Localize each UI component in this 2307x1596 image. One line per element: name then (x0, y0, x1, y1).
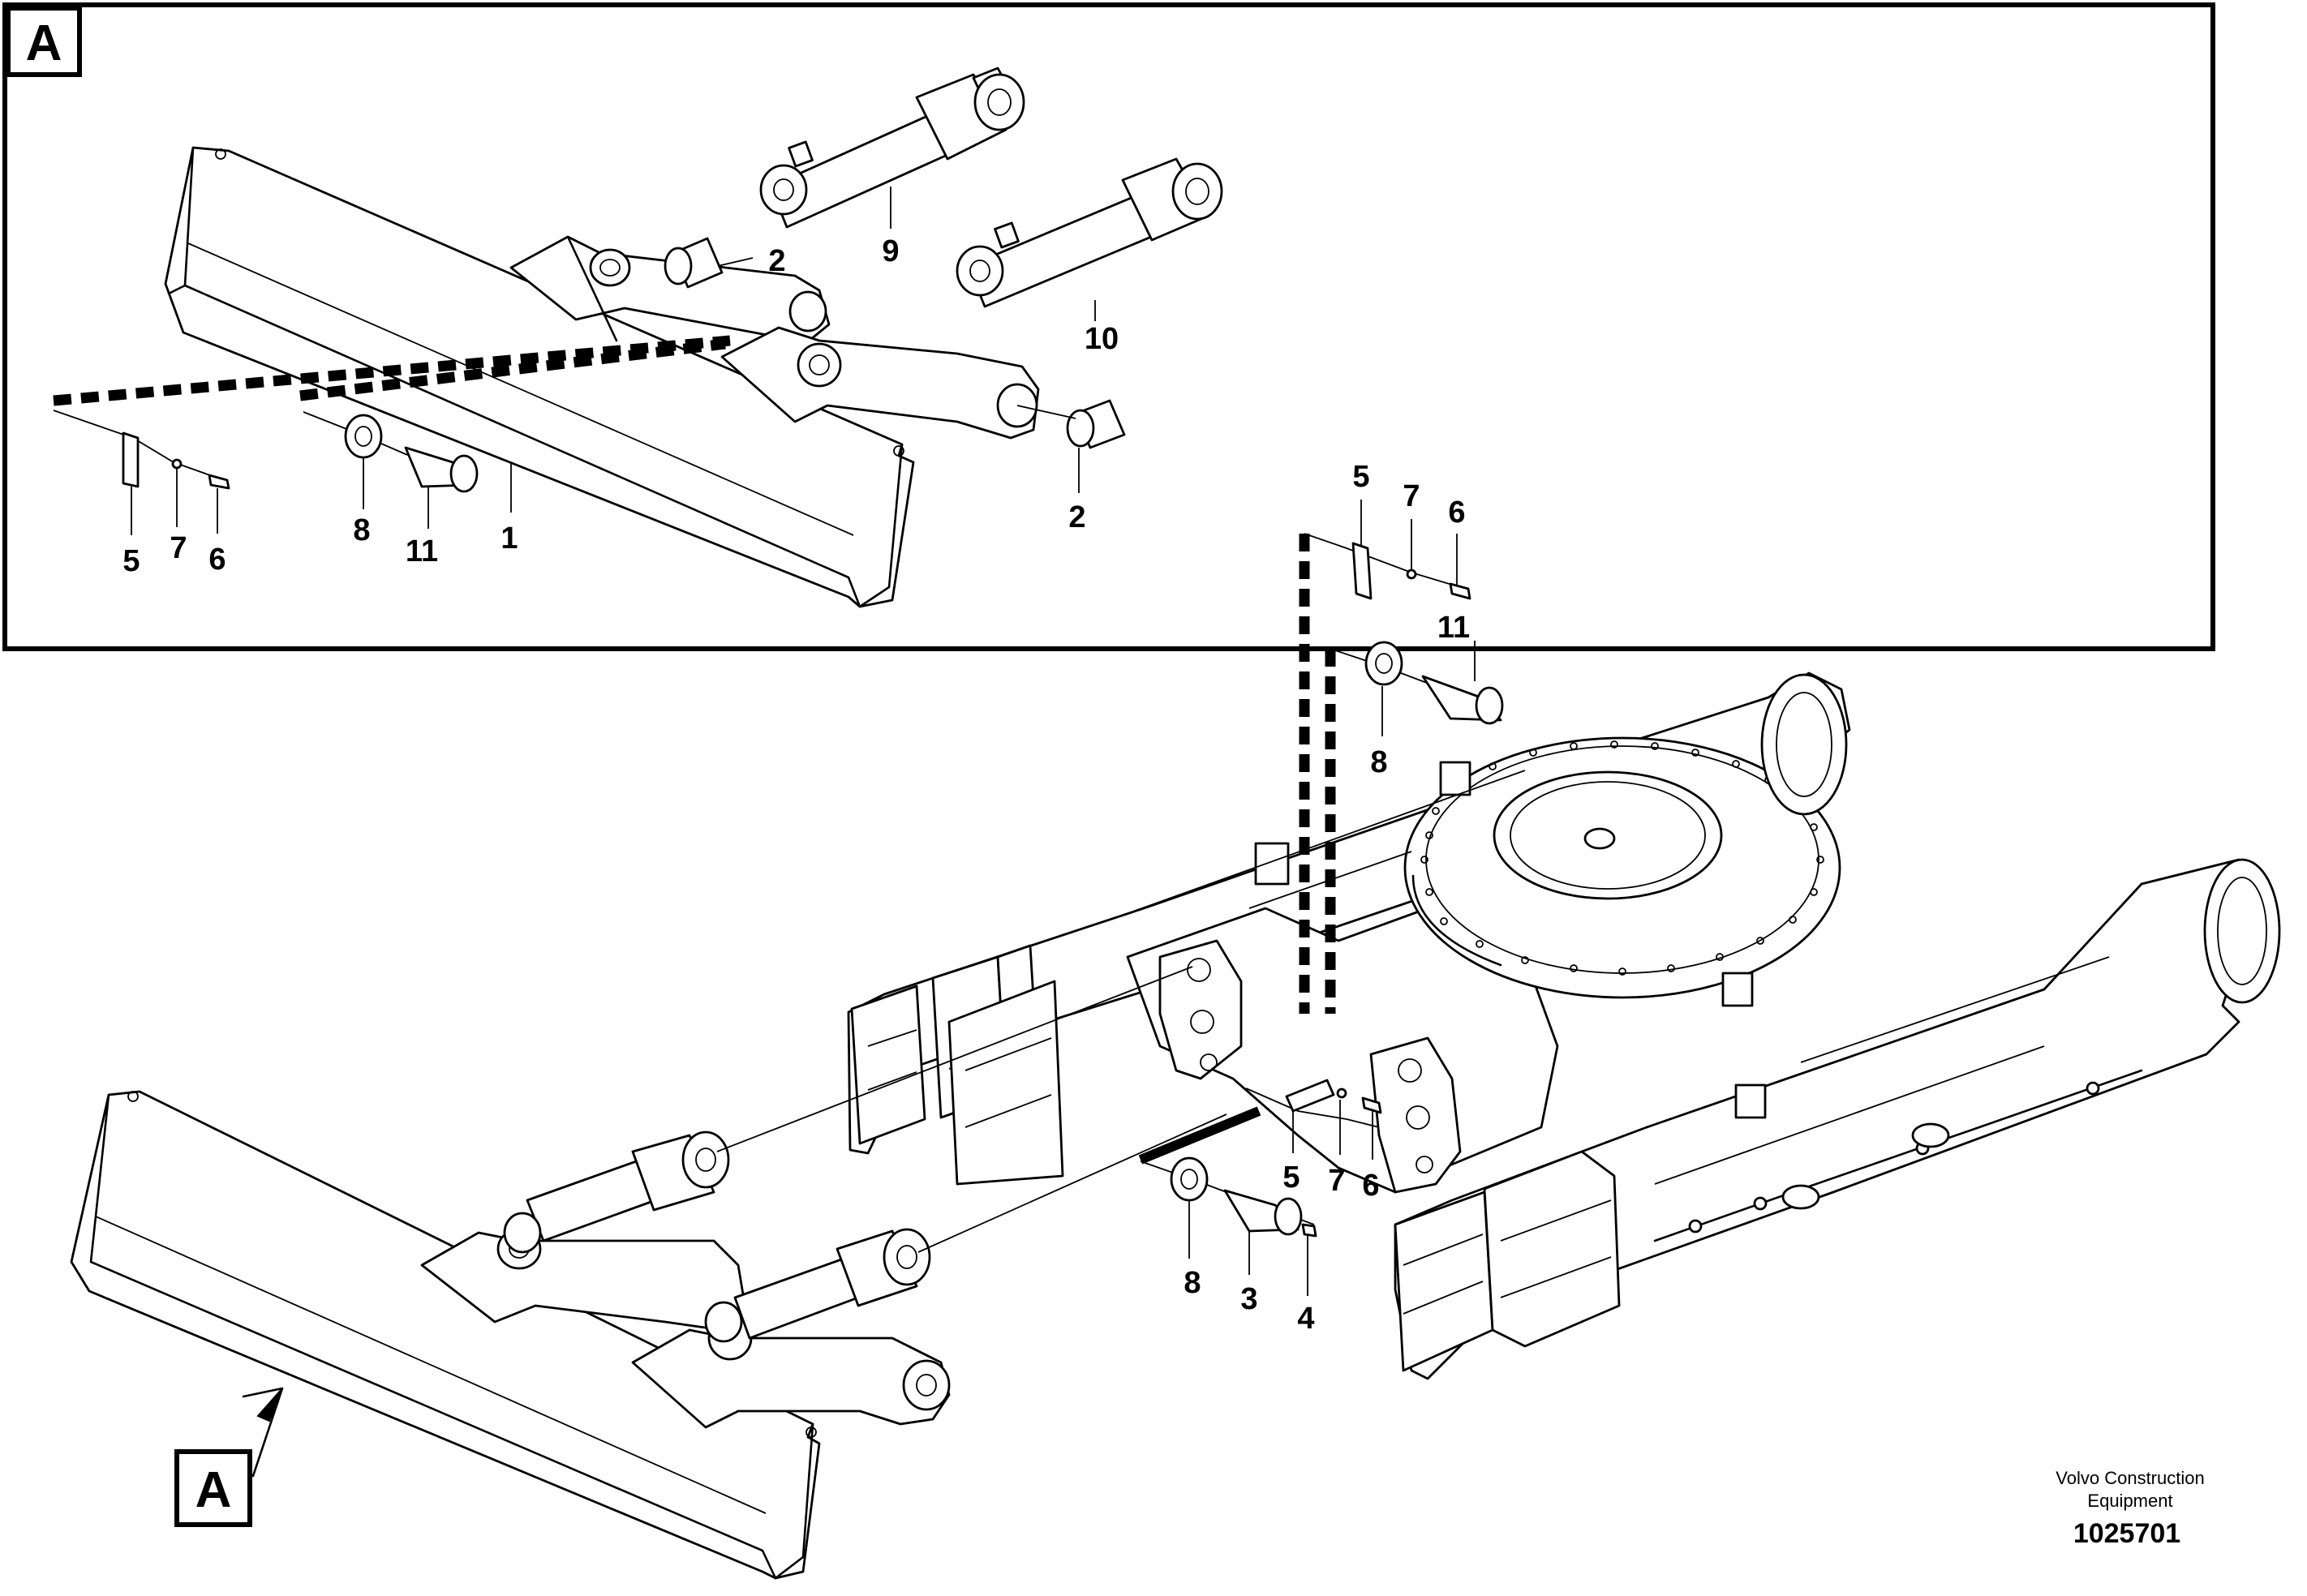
detail-key-label: A (26, 15, 62, 71)
alignment-line-upper (716, 966, 1193, 1152)
detail-label-bolt: 6 (208, 543, 226, 577)
lock-plate-mid-drawing (1285, 1079, 1335, 1113)
main-label-lock-washer-mid: 7 (1328, 1164, 1345, 1198)
detail-assembly-line-bolt (53, 410, 220, 479)
alignment-line-lower (917, 1113, 1227, 1253)
company-name-line2: Equipment (2087, 1491, 2172, 1511)
undercarriage-frame-drawing (847, 671, 2281, 1380)
detail-label-pin: 11 (406, 534, 438, 568)
detail-key-box (6, 6, 82, 77)
detail-cylinder-lower-drawing (956, 157, 1223, 308)
main-hardware-bottom (1170, 1156, 1317, 1238)
detail-lock-plate-drawing (122, 431, 140, 488)
detail-hatch-line-upper (53, 335, 731, 406)
detail-cylinder-upper-drawing (759, 66, 1025, 229)
main-label-bolt-top: 6 (1448, 496, 1465, 530)
washer-top-drawing (1364, 641, 1403, 686)
company-name-line1: Volvo Construction (2056, 1468, 2204, 1488)
main-label-lock-plate-mid: 5 (1282, 1161, 1300, 1195)
detail-washer-drawing (344, 414, 383, 459)
detail-leader-lines (131, 187, 1096, 535)
detail-bolt-drawing (208, 474, 230, 490)
lock-washer-top-drawing (1406, 568, 1417, 580)
main-label-grease-nipple: 4 (1297, 1302, 1314, 1336)
main-blade-drawing (70, 1090, 821, 1580)
detail-label-lock-washer: 7 (170, 531, 187, 565)
grease-nipple-drawing (1301, 1223, 1317, 1238)
detail-lock-washer-drawing (171, 458, 183, 470)
lock-washer-mid-drawing (1336, 1088, 1347, 1099)
main-label-pin-top: 11 (1437, 611, 1470, 645)
callout-a-label: A (195, 1462, 232, 1518)
lock-plate-top-drawing (1351, 542, 1373, 600)
detail-label-cylinder-upper: 9 (882, 234, 899, 268)
bolt-mid-drawing (1361, 1096, 1382, 1114)
detail-label-lock-plate: 5 (122, 544, 140, 578)
main-hatch-line-lower-pin (1138, 1106, 1261, 1165)
detail-label-cylinder-lower: 10 (1085, 322, 1119, 356)
document-number: 1025701 (2073, 1518, 2180, 1549)
main-cylinders-drawing (503, 1130, 931, 1343)
main-label-bolt-mid: 6 (1362, 1169, 1379, 1203)
main-label-pin-bottom: 3 (1240, 1282, 1257, 1316)
main-hardware-top (1351, 542, 1504, 725)
detail-blade-drawing (164, 146, 915, 608)
detail-label-washer: 8 (353, 513, 370, 547)
detail-label-bushing-lower: 2 (1068, 500, 1085, 534)
main-assembly-line-top-bolt (1304, 533, 1461, 588)
main-label-lock-washer-top: 7 (1403, 479, 1420, 513)
main-hardware-mid (1285, 1079, 1382, 1114)
detail-label-bushing-upper: 2 (768, 244, 785, 278)
main-label-washer-top: 8 (1370, 745, 1387, 779)
main-leader-lines (1188, 500, 1476, 1296)
bolt-top-drawing (1449, 582, 1471, 600)
washer-bottom-drawing (1170, 1156, 1209, 1202)
detail-box-a: A (2, 2, 2215, 651)
detail-hatch-line-lower (299, 338, 726, 401)
detail-bushings-drawing (664, 237, 1126, 449)
main-label-lock-plate-top: 5 (1352, 460, 1369, 494)
callout-a-box (174, 1449, 252, 1527)
main-assembly-line-mid (1245, 1088, 1380, 1128)
detail-label-blade: 1 (500, 521, 518, 556)
main-label-washer-bottom: 8 (1184, 1266, 1201, 1300)
